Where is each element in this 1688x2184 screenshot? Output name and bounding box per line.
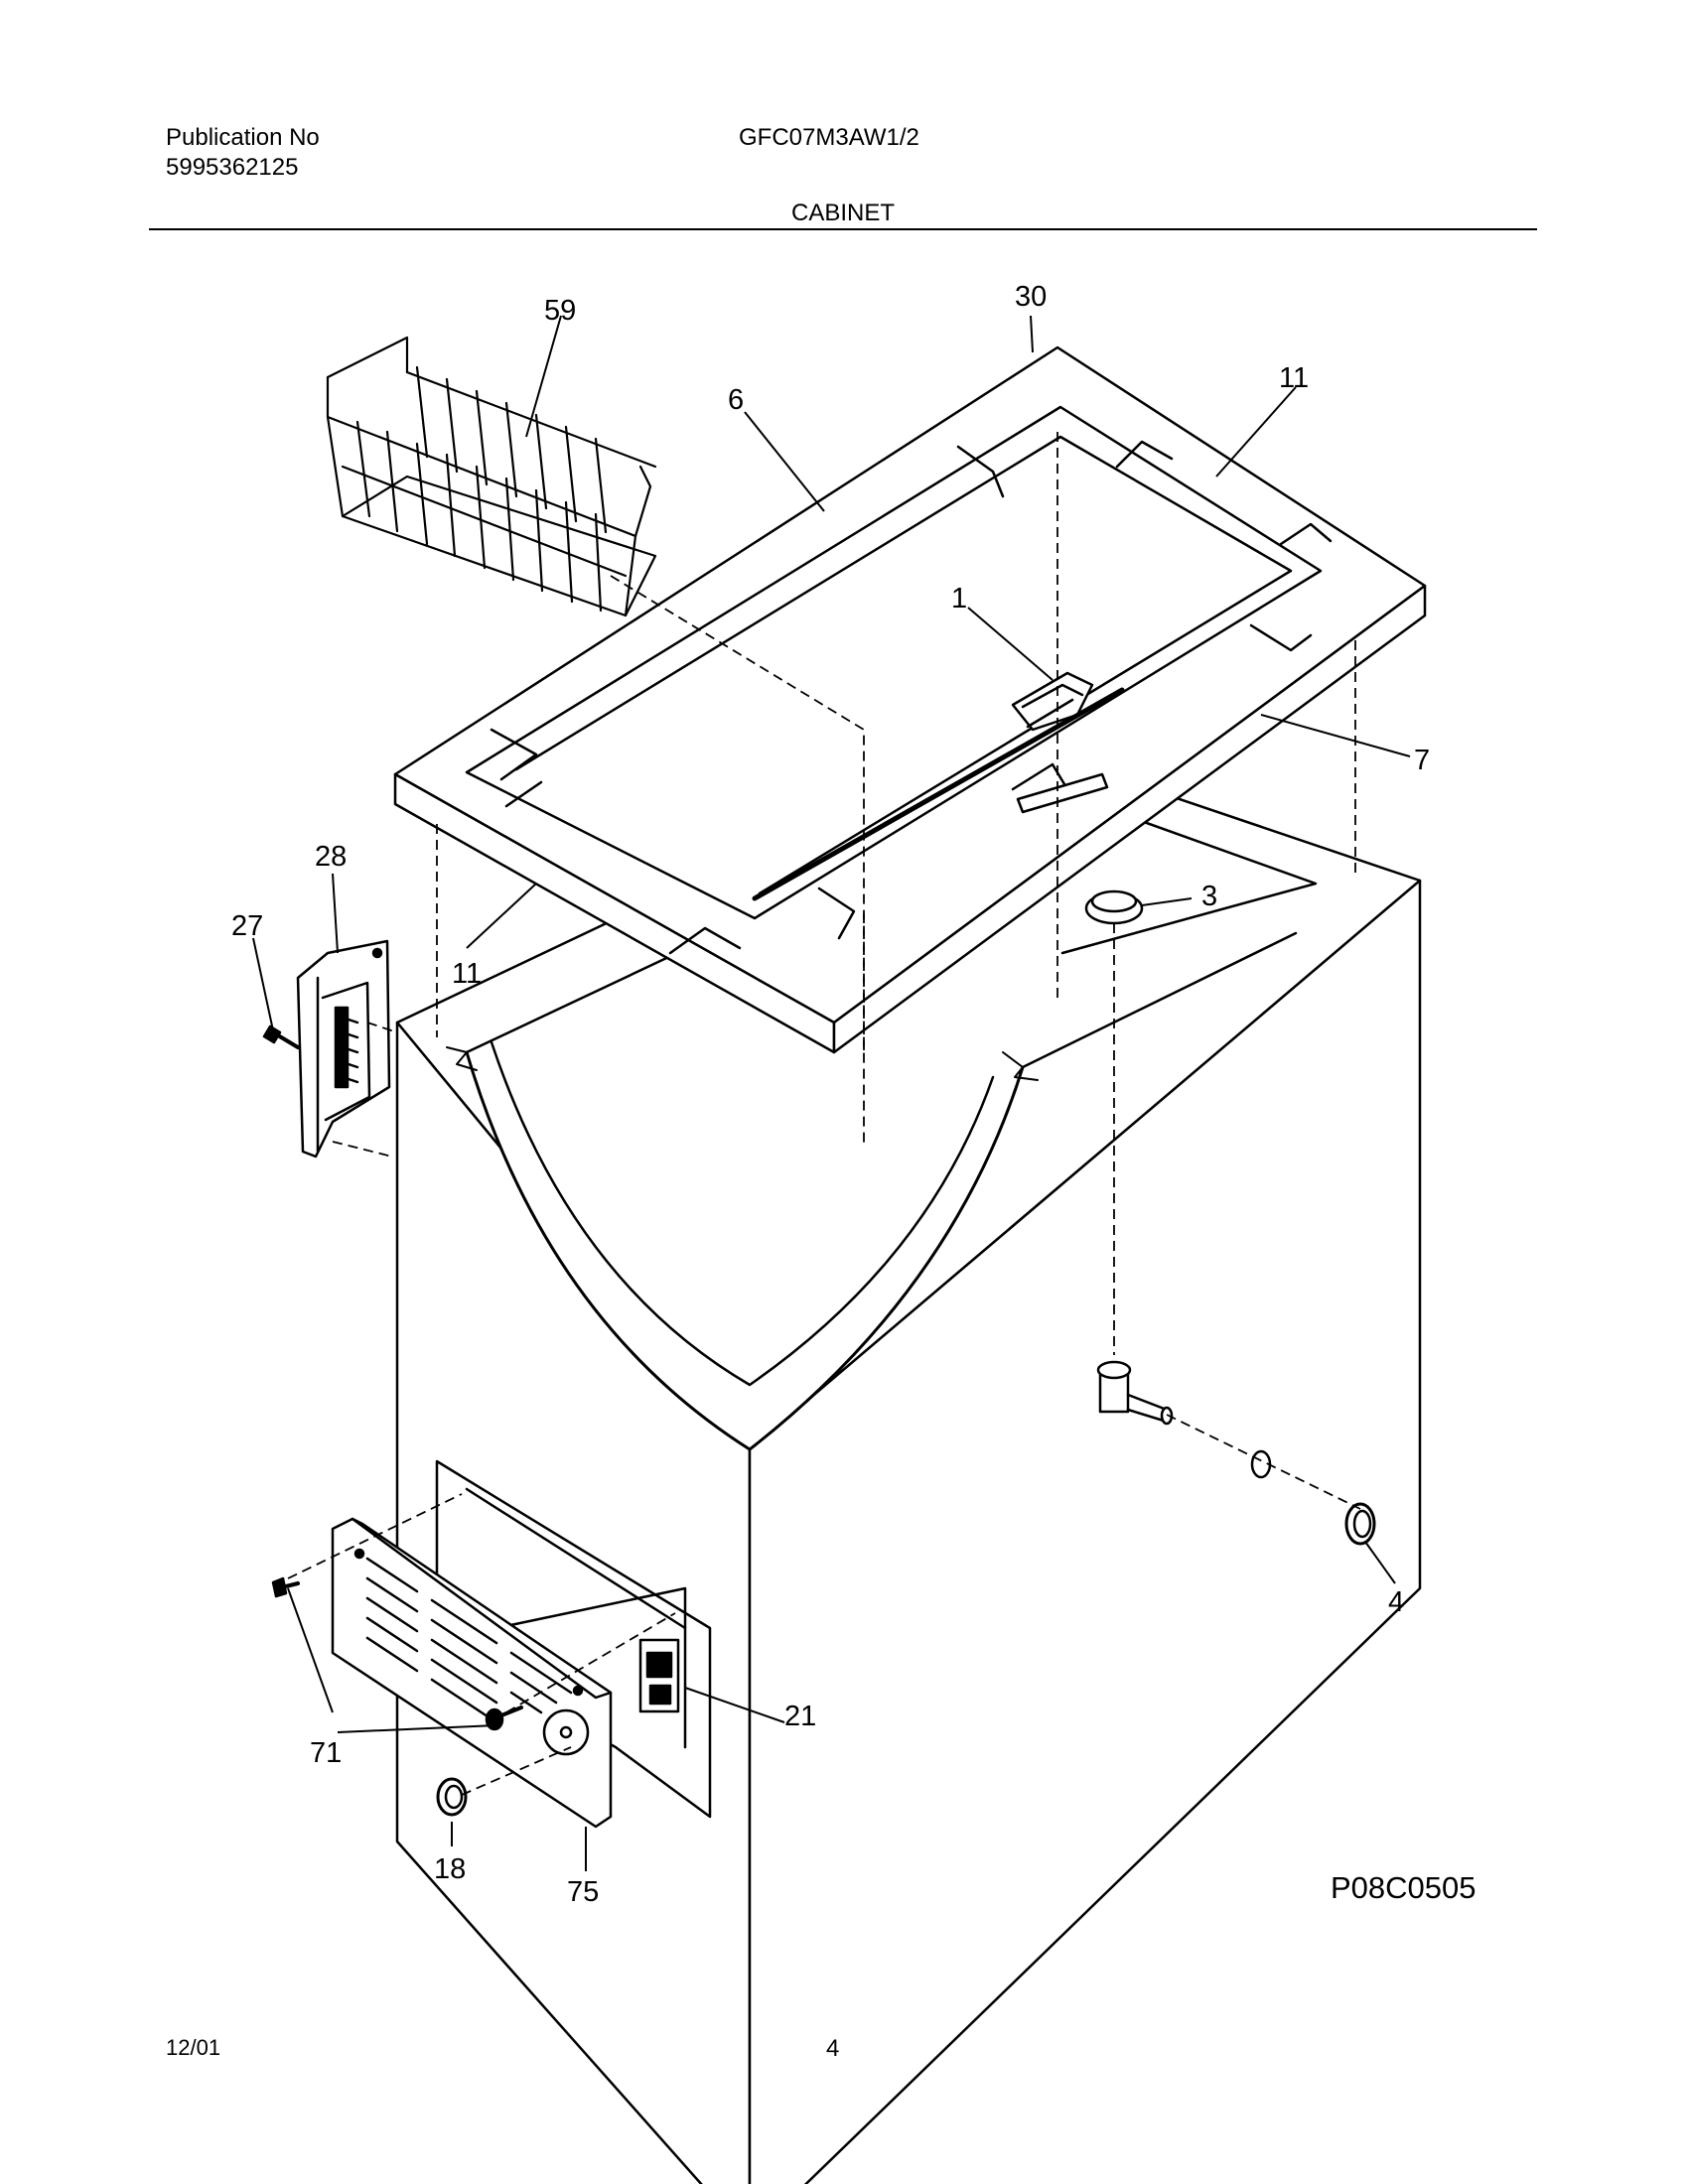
hinge-screw — [262, 1024, 300, 1049]
publication-number: 5995362125 — [166, 154, 299, 181]
drawing-code: P08C0505 — [1331, 1870, 1477, 1905]
lid-hinge — [296, 939, 391, 1159]
callout-7: 7 — [1414, 745, 1430, 776]
callout-71: 71 — [310, 1737, 342, 1769]
callout-28: 28 — [315, 841, 347, 873]
callout-27: 27 — [231, 910, 263, 942]
grille-screws — [271, 1576, 523, 1731]
drain-plug — [1084, 889, 1144, 925]
callout-11-top: 11 — [1279, 362, 1309, 394]
breaker-strip-frame — [393, 345, 1427, 1054]
callout-6: 6 — [728, 384, 744, 416]
callout-1: 1 — [951, 583, 967, 614]
footer-date: 12/01 — [166, 2035, 221, 2060]
thermostat-control — [638, 1638, 680, 1713]
model-number: GFC07M3AW1/2 — [739, 124, 919, 151]
callout-59: 59 — [544, 295, 576, 327]
callout-30: 30 — [1015, 281, 1047, 313]
section-title: CABINET — [791, 200, 896, 226]
page-number: 4 — [826, 2035, 840, 2062]
drain-cap — [1344, 1502, 1376, 1546]
grille-knob — [436, 1777, 468, 1817]
callout-75: 75 — [567, 1876, 599, 1908]
wire-basket — [326, 336, 657, 617]
callout-labels: 59 30 11 6 1 7 28 27 11 3 4 21 71 18 75 — [231, 281, 1430, 1908]
callout-3: 3 — [1201, 881, 1217, 912]
callout-11-left: 11 — [452, 958, 482, 990]
callout-21: 21 — [784, 1701, 816, 1732]
callout-4: 4 — [1388, 1586, 1404, 1618]
front-grille — [331, 1517, 613, 1829]
header-rule — [149, 228, 1537, 230]
publication-label: Publication No — [166, 124, 320, 151]
callout-18: 18 — [434, 1853, 466, 1885]
